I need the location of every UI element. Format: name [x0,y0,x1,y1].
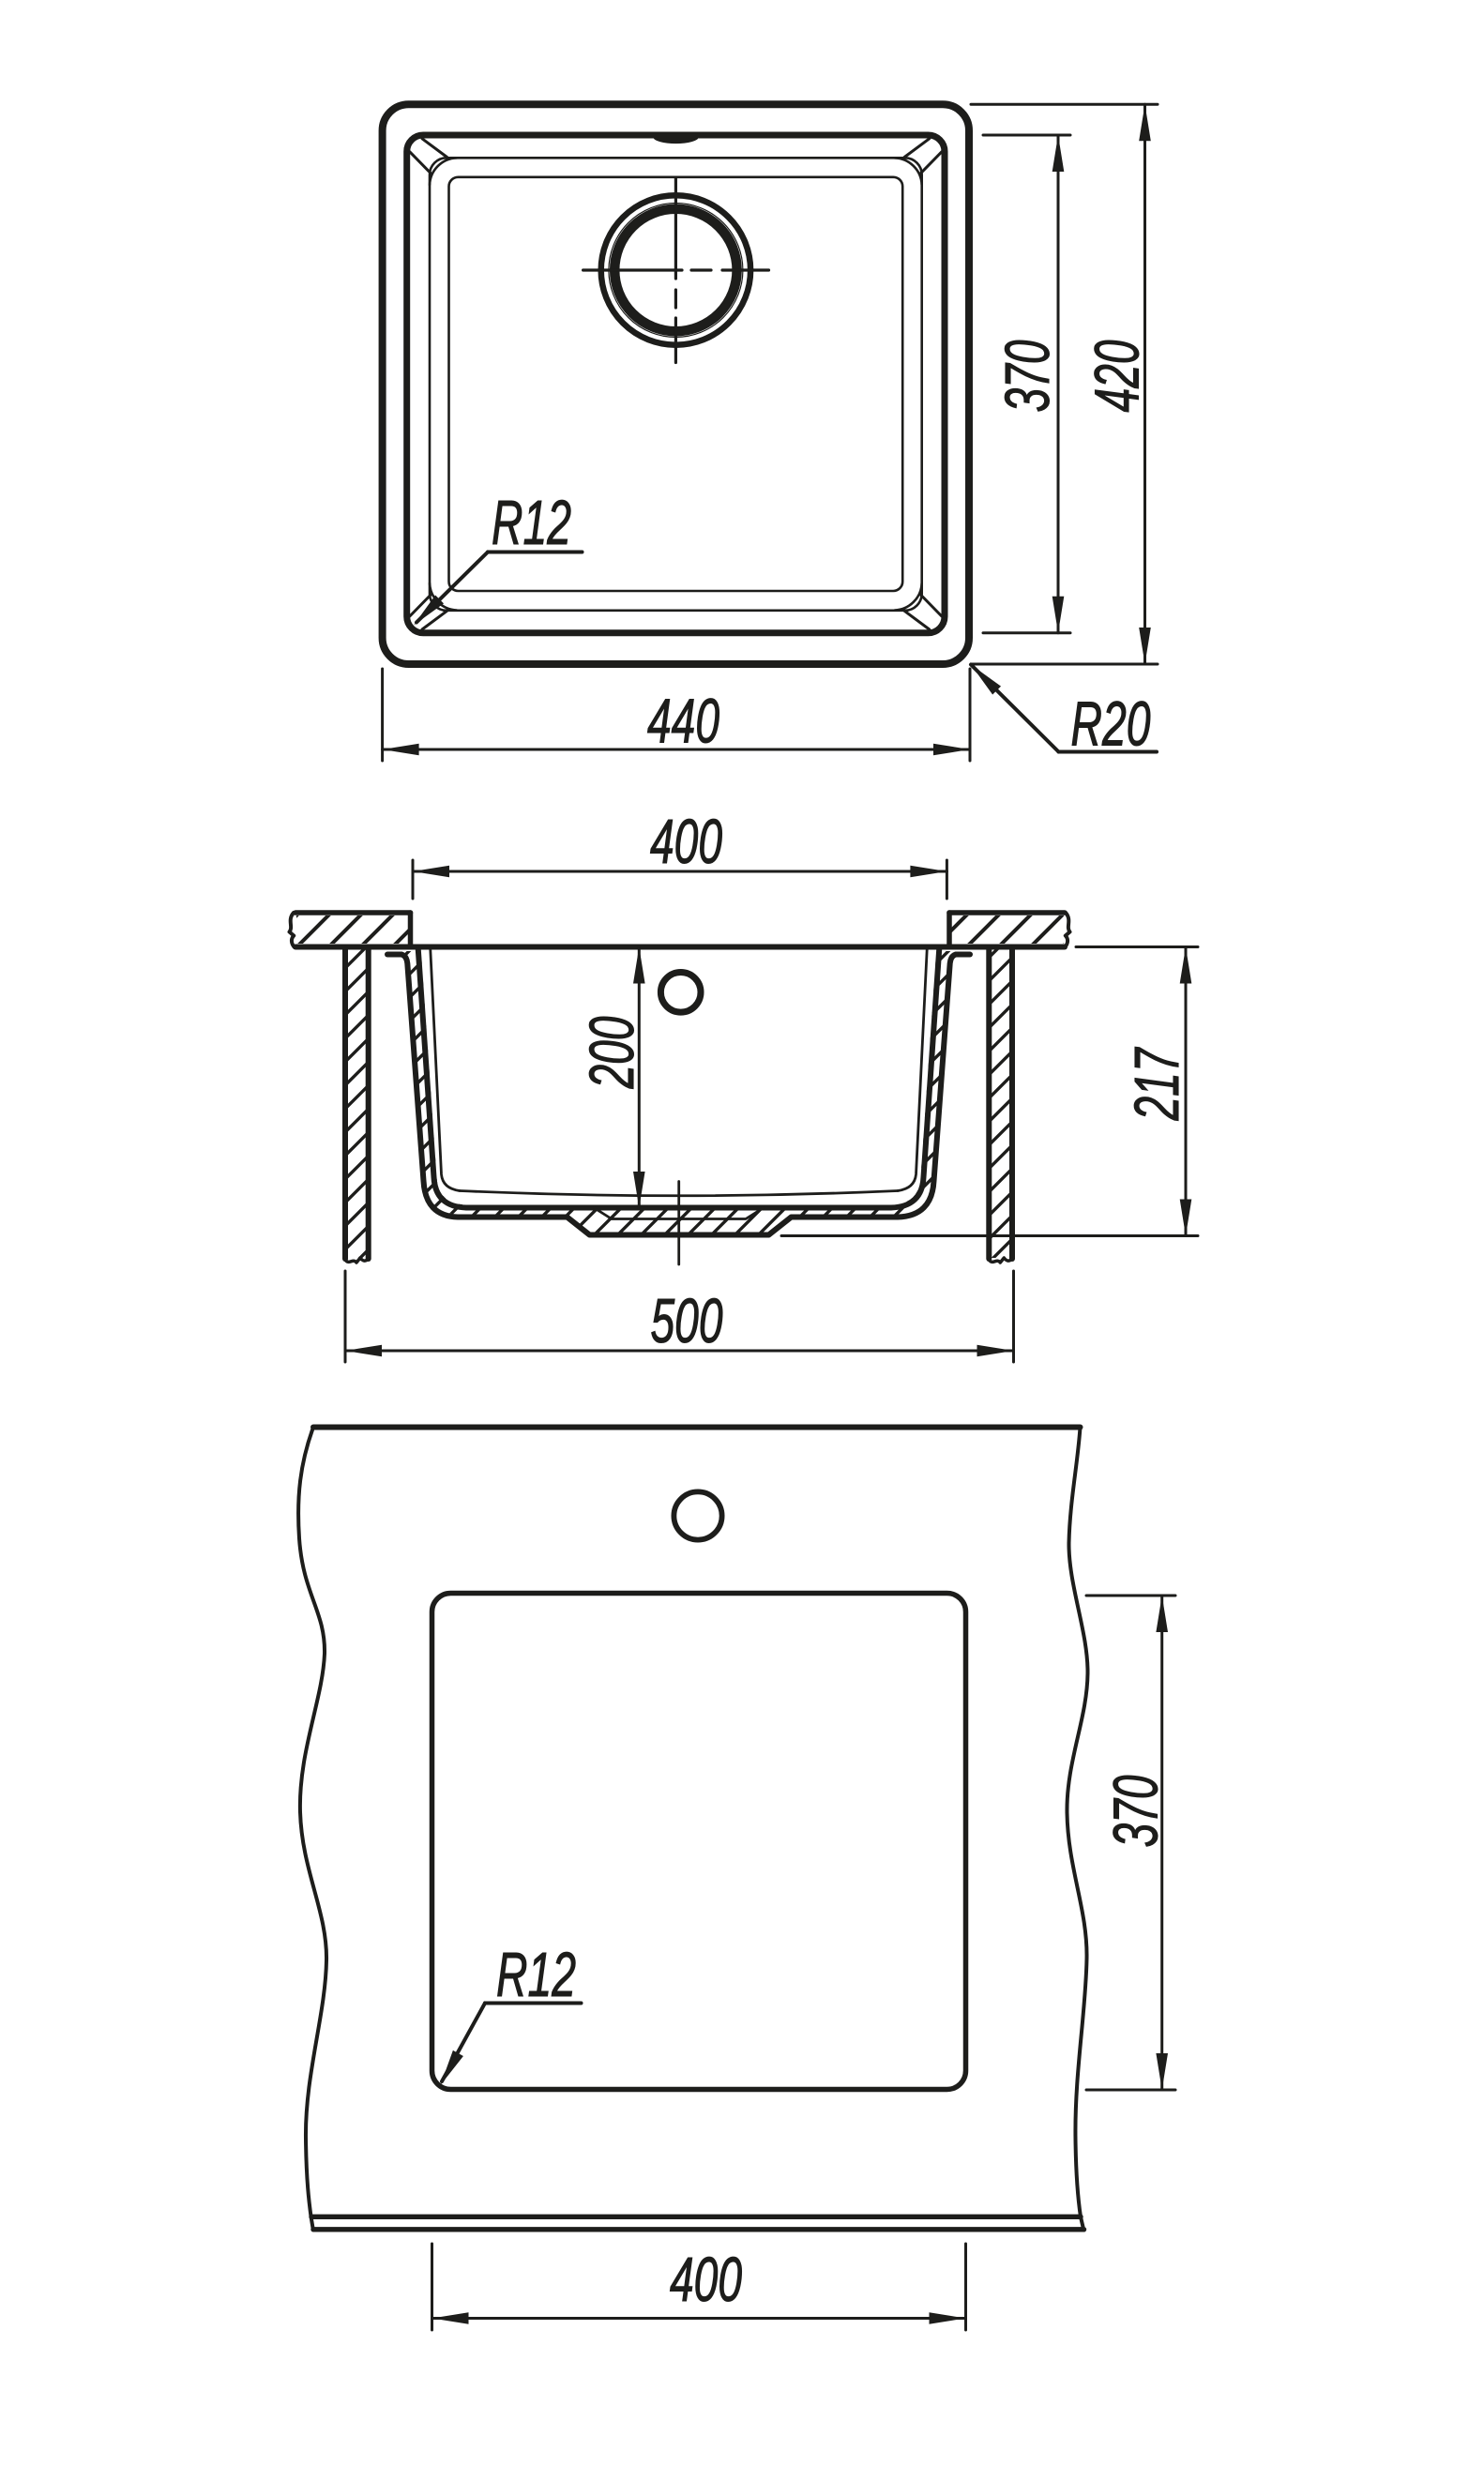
svg-text:370: 370 [992,340,1063,413]
svg-text:R12: R12 [492,488,571,558]
svg-text:420: 420 [1083,340,1153,413]
svg-text:R12: R12 [496,1940,576,2010]
svg-text:200: 200 [577,1017,647,1090]
svg-text:400: 400 [670,2245,742,2315]
svg-text:440: 440 [647,687,719,757]
svg-text:217: 217 [1122,1047,1192,1122]
svg-text:370: 370 [1101,1776,1172,1848]
svg-text:R20: R20 [1071,689,1151,760]
svg-text:500: 500 [651,1286,723,1356]
svg-text:400: 400 [650,807,722,877]
